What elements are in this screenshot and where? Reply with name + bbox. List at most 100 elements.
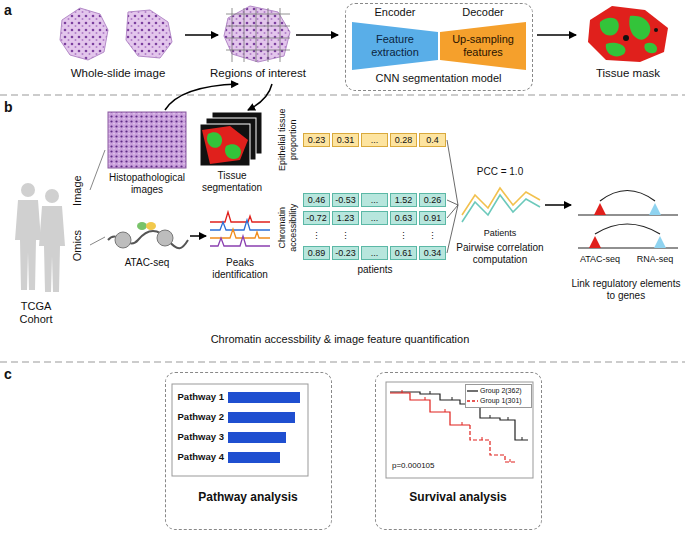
table-cell: ... [361,193,388,207]
cohort-figures-part-part [21,183,35,197]
text-label: Regions of interest [203,67,313,81]
tissue-mask-image [588,6,668,62]
flow-arrows-part [537,34,576,36]
cohort-branches [90,150,105,245]
block-text: CNN segmentation model [349,72,529,85]
text-label: RNA-seq [633,254,677,265]
cohort-figures [15,183,65,292]
cohort-branches-part [90,237,105,245]
legend-line [467,400,478,401]
separators-part [0,94,685,95]
tissue-mask-image-part [644,43,657,54]
survival-plot-part [470,425,515,462]
flow-arrows-part [185,34,218,36]
table-cell: 0.28 [390,133,417,147]
regulatory-links [578,191,678,249]
text-label: Histopathological images [99,172,195,196]
atac-seq-illustration-part [108,231,188,248]
pathway-bar-chart-part [228,412,295,423]
regulatory-links-part [600,191,655,202]
pathway-bar-chart-part [172,384,308,476]
cohort-figures-part [39,189,65,292]
block-text: Up-sampling features [447,33,519,59]
regulatory-links-part [649,203,661,215]
dashed-group-box: CNN segmentation model EncoderFeature ext… [345,3,533,91]
table-cell: 0.63 [390,211,417,225]
table-cell: ... [361,246,388,260]
flow-arrows-part [248,84,272,110]
survival-plot-part [386,382,533,478]
table-cell: ⋮ [303,228,330,244]
table-cell: -0.53 [332,193,359,207]
legend-box: Group 2(362)Group 1(301) [465,384,532,408]
segmentation-stack-part [225,144,241,159]
text-label: Pathway 4 [174,451,224,462]
tissue-mask-image-part [606,43,626,57]
text-label: Tissue segmentation [192,170,272,194]
converging-lines-part [447,140,458,205]
text-label: Link regulatory elements to genes [571,278,681,302]
text-label: Pairwise correlation computation [450,242,550,266]
atac-seq-illustration-part [137,222,147,230]
pathway-bar-chart-part [228,452,280,463]
segmentation-stack-part [207,132,222,148]
block-heading: Decoder [440,6,526,19]
text-label: p=0.000105 [392,461,462,471]
legend-row: Group 2(362) [467,386,530,396]
segmentation-stack-part [200,124,250,166]
axis-label: Omics [71,225,84,265]
text-label: c [4,366,20,383]
tissue-mask-image-part [600,18,619,36]
text-label: Pathway 1 [174,391,224,402]
peak-tracks-part [210,212,270,222]
separators [0,95,685,362]
cohort-branches-part [90,150,105,190]
flow-arrows-part [165,84,238,110]
correlation-chart [462,188,540,222]
correlation-chart-part [462,195,540,222]
flow-arrows-part [190,235,206,237]
tissue-mask-image-part [623,35,629,41]
tissue-mask-image-part [654,28,658,32]
legend-row: Group 1(301) [467,396,530,406]
cohort-figures-part-part [45,189,59,203]
table-cell: 0.31 [332,133,359,147]
table-cell: 0.23 [303,133,330,147]
peak-tracks-part [210,220,270,230]
table-cell: 0.91 [419,211,446,225]
roi-image-part [224,6,290,62]
axis-label: Chromatin accessibility [277,182,299,274]
cohort-figures-part-part [15,200,41,290]
table-cell: 1.23 [332,211,359,225]
converging-lines-part [447,205,458,253]
converging-lines [447,140,458,253]
tissue-mask-image-part [629,16,650,40]
table-cell: 0.61 [390,246,417,260]
cohort-figures-part [15,183,41,290]
text-label: Whole-slide image [63,67,173,81]
pathway-bar-chart-part [228,432,286,443]
atac-seq-illustration-part [157,230,173,246]
block-heading: Encoder [352,6,438,19]
segmentation-stack [200,112,262,166]
dashed-group-box: Pathway analysis [165,372,332,530]
survival-plot-part [390,392,528,440]
text-label: Tissue mask [583,67,673,81]
flow-arrows-part [545,204,571,206]
regulatory-links-part [595,224,660,234]
table-cell: 0.34 [419,246,446,260]
legend-text: Group 2(362) [480,386,522,396]
table-cell: -0.72 [303,211,330,225]
converging-lines-part [447,200,458,205]
peak-tracks-part [210,229,270,238]
block-text: Feature extraction [359,33,431,59]
legend-text: Group 1(301) [480,396,522,406]
text-label: Chromatin accessbility & image feature q… [150,333,530,346]
table-cell: ⋮ [332,228,359,244]
legend-line-sample [467,388,478,394]
table-cell: 1.52 [390,193,417,207]
pathway-bar-chart [172,384,308,476]
tissue-mask-image-part [588,6,668,62]
text-label: Pathway 3 [174,431,224,442]
